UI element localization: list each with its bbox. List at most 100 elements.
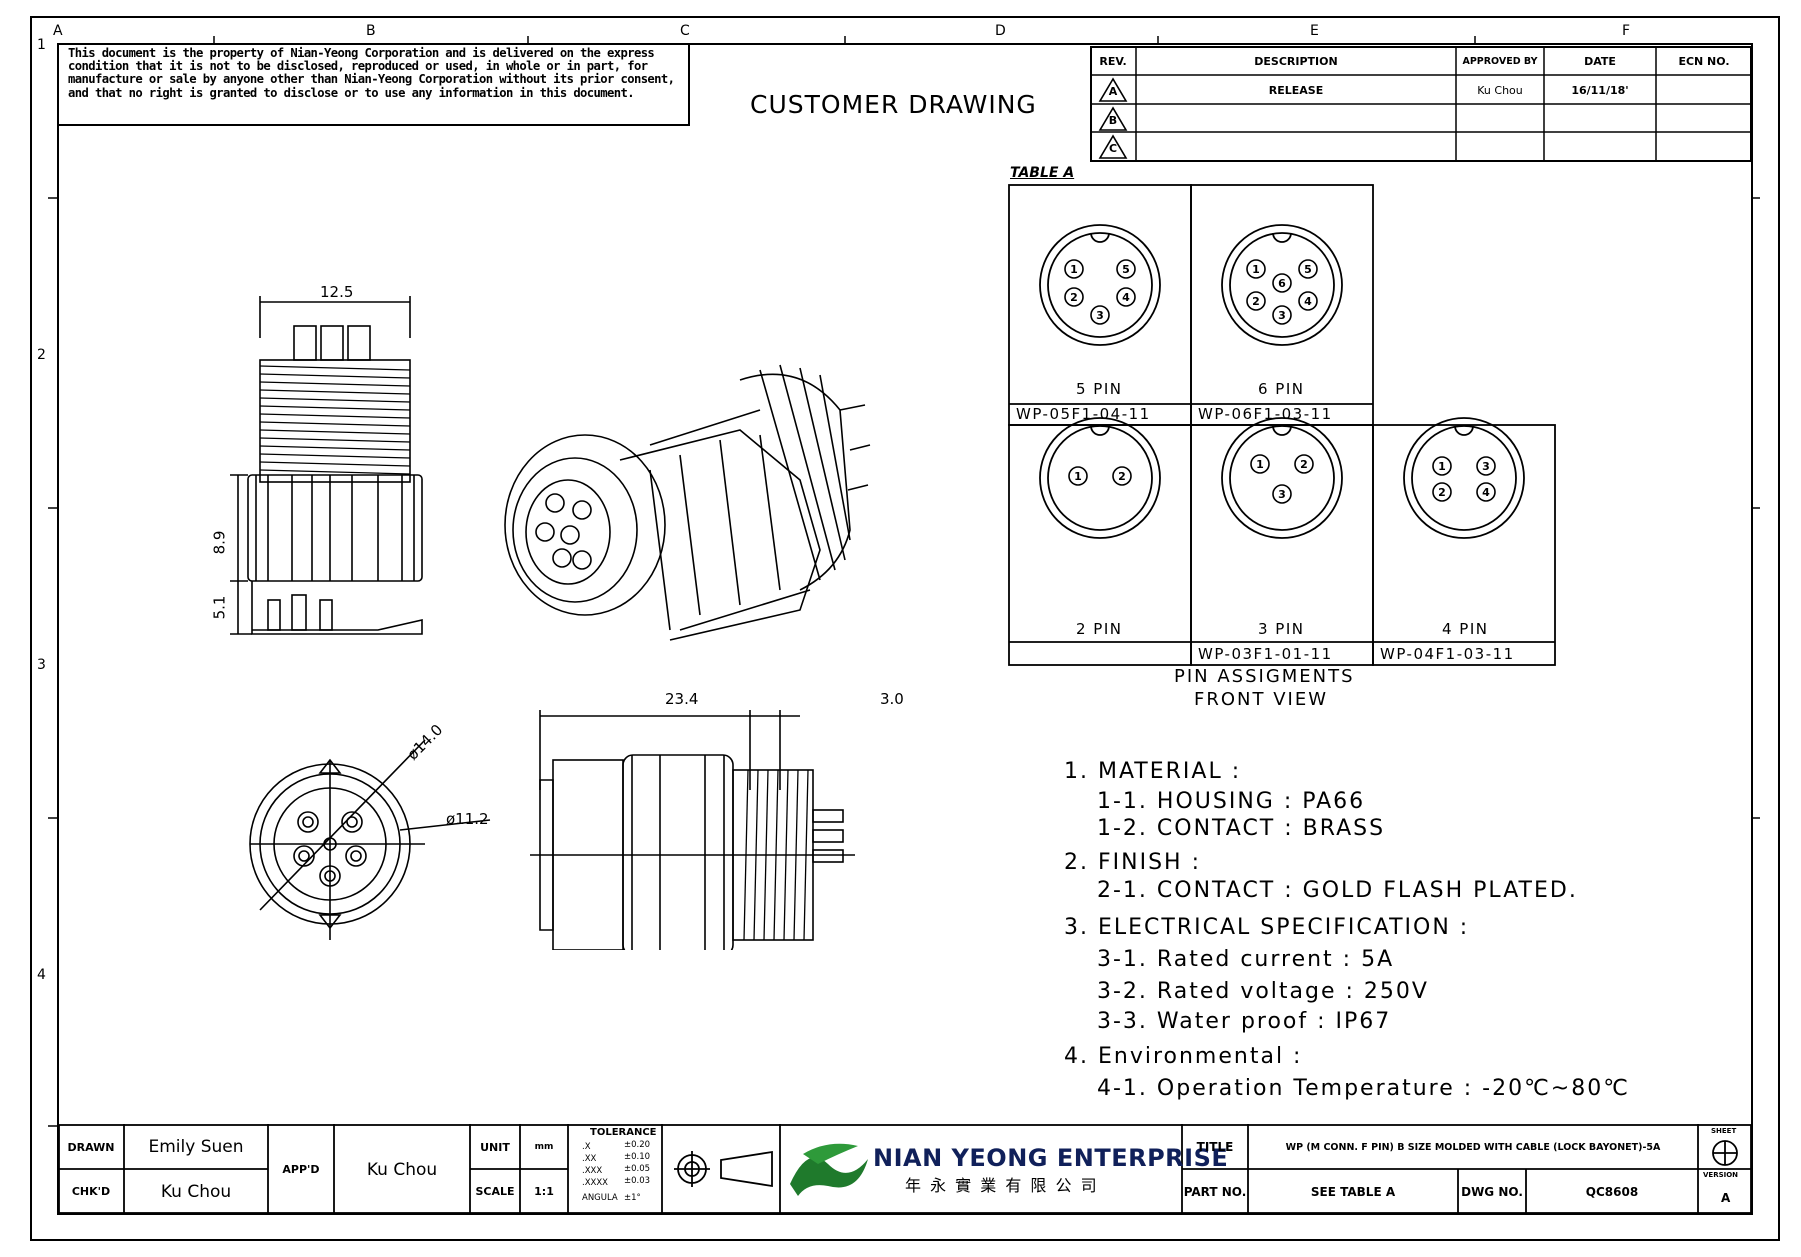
drawn-by: Emily Suen [148,1137,244,1157]
pin-contact [1112,466,1132,486]
pin-contact [1116,287,1136,307]
dim-pin-length: 3.0 [880,690,904,708]
tolerance-angle-label: ANGULA [582,1193,618,1203]
tolerance-xxx-value: ±0.05 [624,1164,651,1174]
grid-col-a: A [53,23,63,39]
pin-number-label: 3 [1278,488,1286,501]
part-no-label: PART NO. [1183,1184,1247,1199]
rev-a-description: RELEASE [1268,83,1324,97]
pin-contact [1272,305,1292,325]
note-1-1: 1-1. HOUSING : PA66 [1097,789,1366,814]
title-value: WP (M CONN. F PIN) B SIZE MOLDED WITH CA… [1285,1141,1661,1153]
tolerance-xx-label: .XX [582,1154,597,1164]
dim-base-height: 5.1 [210,595,229,620]
isometric-view-drawing [504,364,871,641]
tolerance-x-label: .X [582,1142,591,1152]
note-3-2: 3-2. Rated voltage : 250V [1097,979,1429,1004]
pin-contact [1476,482,1496,502]
tolerance-title: TOLERANCE [590,1127,657,1138]
table-a-title: TABLE A [1010,165,1075,181]
grid-col-d: D [995,23,1006,39]
pin-number-label: 2 [1118,470,1126,483]
grid-col-b: B [366,23,376,39]
confidentiality-notice: This document is the property of Nian-Ye… [68,46,675,100]
pin-number-label: 1 [1070,263,1078,276]
pin-contact [1476,456,1496,476]
pin-contact [1116,259,1136,279]
pin-number-label: 1 [1256,458,1264,471]
note-2: 2. FINISH : [1064,850,1201,875]
dim-length: 23.4 [665,690,699,708]
drawn-label: DRAWN [67,1140,115,1154]
pin-count-5: 5 PIN [1076,380,1123,398]
pin-count-2: 2 PIN [1076,620,1123,638]
dim-top-width: 12.5 [320,283,354,301]
grid-col-e: E [1310,23,1319,39]
company-name-en: NIAN YEONG ENTERPRISE [873,1144,1229,1172]
company-logo-graphic [790,1143,868,1196]
pin-number-label: 1 [1438,460,1446,473]
scale-label: SCALE [475,1185,515,1198]
dim-body-height: 8.9 [210,530,229,555]
note-1-2: 1-2. CONTACT : BRASS [1097,816,1386,841]
pin-contact [1432,482,1452,502]
pin-contact [1432,456,1452,476]
grid-row-4: 4 [37,967,46,983]
checked-label: CHK'D [71,1185,111,1198]
note-3: 3. ELECTRICAL SPECIFICATION : [1064,915,1470,940]
description-header: DESCRIPTION [1254,54,1338,68]
approved-label: APP'D [282,1163,320,1176]
pin-number-label: 4 [1482,486,1490,499]
pin-number-label: 3 [1278,309,1286,322]
rev-a-date: 16/11/18' [1571,83,1629,97]
ecn-header: ECN NO. [1678,54,1730,68]
note-4-1: 4-1. Operation Temperature : -20℃~80℃ [1097,1076,1630,1101]
checked-by: Ku Chou [160,1181,232,1202]
pin-number-label: 2 [1252,295,1260,308]
notice-box [58,44,690,126]
company-name-cn: 年 永 實 業 有 限 公 司 [905,1176,1099,1195]
end-view-drawing [249,739,491,940]
tolerance-x-value: ±0.20 [624,1140,651,1150]
pin-number-label: 4 [1122,291,1130,304]
scale-value: 1:1 [534,1185,554,1198]
title-label: TITLE [1196,1140,1234,1154]
side-view-drawing [230,296,423,635]
table-a-grid [1008,184,1556,666]
rev-b-marker: B [1108,113,1118,127]
pin-number-label: 3 [1482,460,1490,473]
approved-by-header: APPROVED BY [1462,55,1538,67]
tolerance-angle-value: ±1° [624,1193,641,1203]
pin-number-label: 6 [1278,277,1286,290]
rev-a-marker: A [1108,84,1118,98]
pin-contact [1272,484,1292,504]
note-1: 1. MATERIAL : [1064,759,1242,784]
pin-number-label: 2 [1070,291,1078,304]
front-view-caption: FRONT VIEW [1194,689,1329,710]
pin-number-label: 2 [1300,458,1308,471]
unit-label: UNIT [480,1140,510,1154]
grid-row-1: 1 [37,37,46,53]
note-3-1: 3-1. Rated current : 5A [1097,947,1395,972]
part-no-value: SEE TABLE A [1310,1184,1396,1199]
tolerance-xxx-label: .XXX [582,1166,603,1176]
revision-table-grid [1090,46,1752,162]
version-value: A [1721,1191,1731,1205]
unit-value: mm [534,1142,554,1152]
pin-contact [1064,287,1084,307]
title-block-grid [58,1124,1752,1214]
part-no-3-pin: WP-03F1-01-11 [1198,645,1333,663]
grid-row-2: 2 [37,347,46,363]
dwg-no-label: DWG NO. [1461,1184,1523,1199]
note-3-3: 3-3. Water proof : IP67 [1097,1009,1392,1034]
pin-contact [1246,259,1266,279]
part-no-6-pin: WP-06F1-03-11 [1198,405,1333,423]
date-header: DATE [1584,54,1616,68]
note-4: 4. Environmental : [1064,1044,1303,1069]
pin-contact [1090,305,1110,325]
dwg-no-value: QC8608 [1585,1184,1639,1199]
